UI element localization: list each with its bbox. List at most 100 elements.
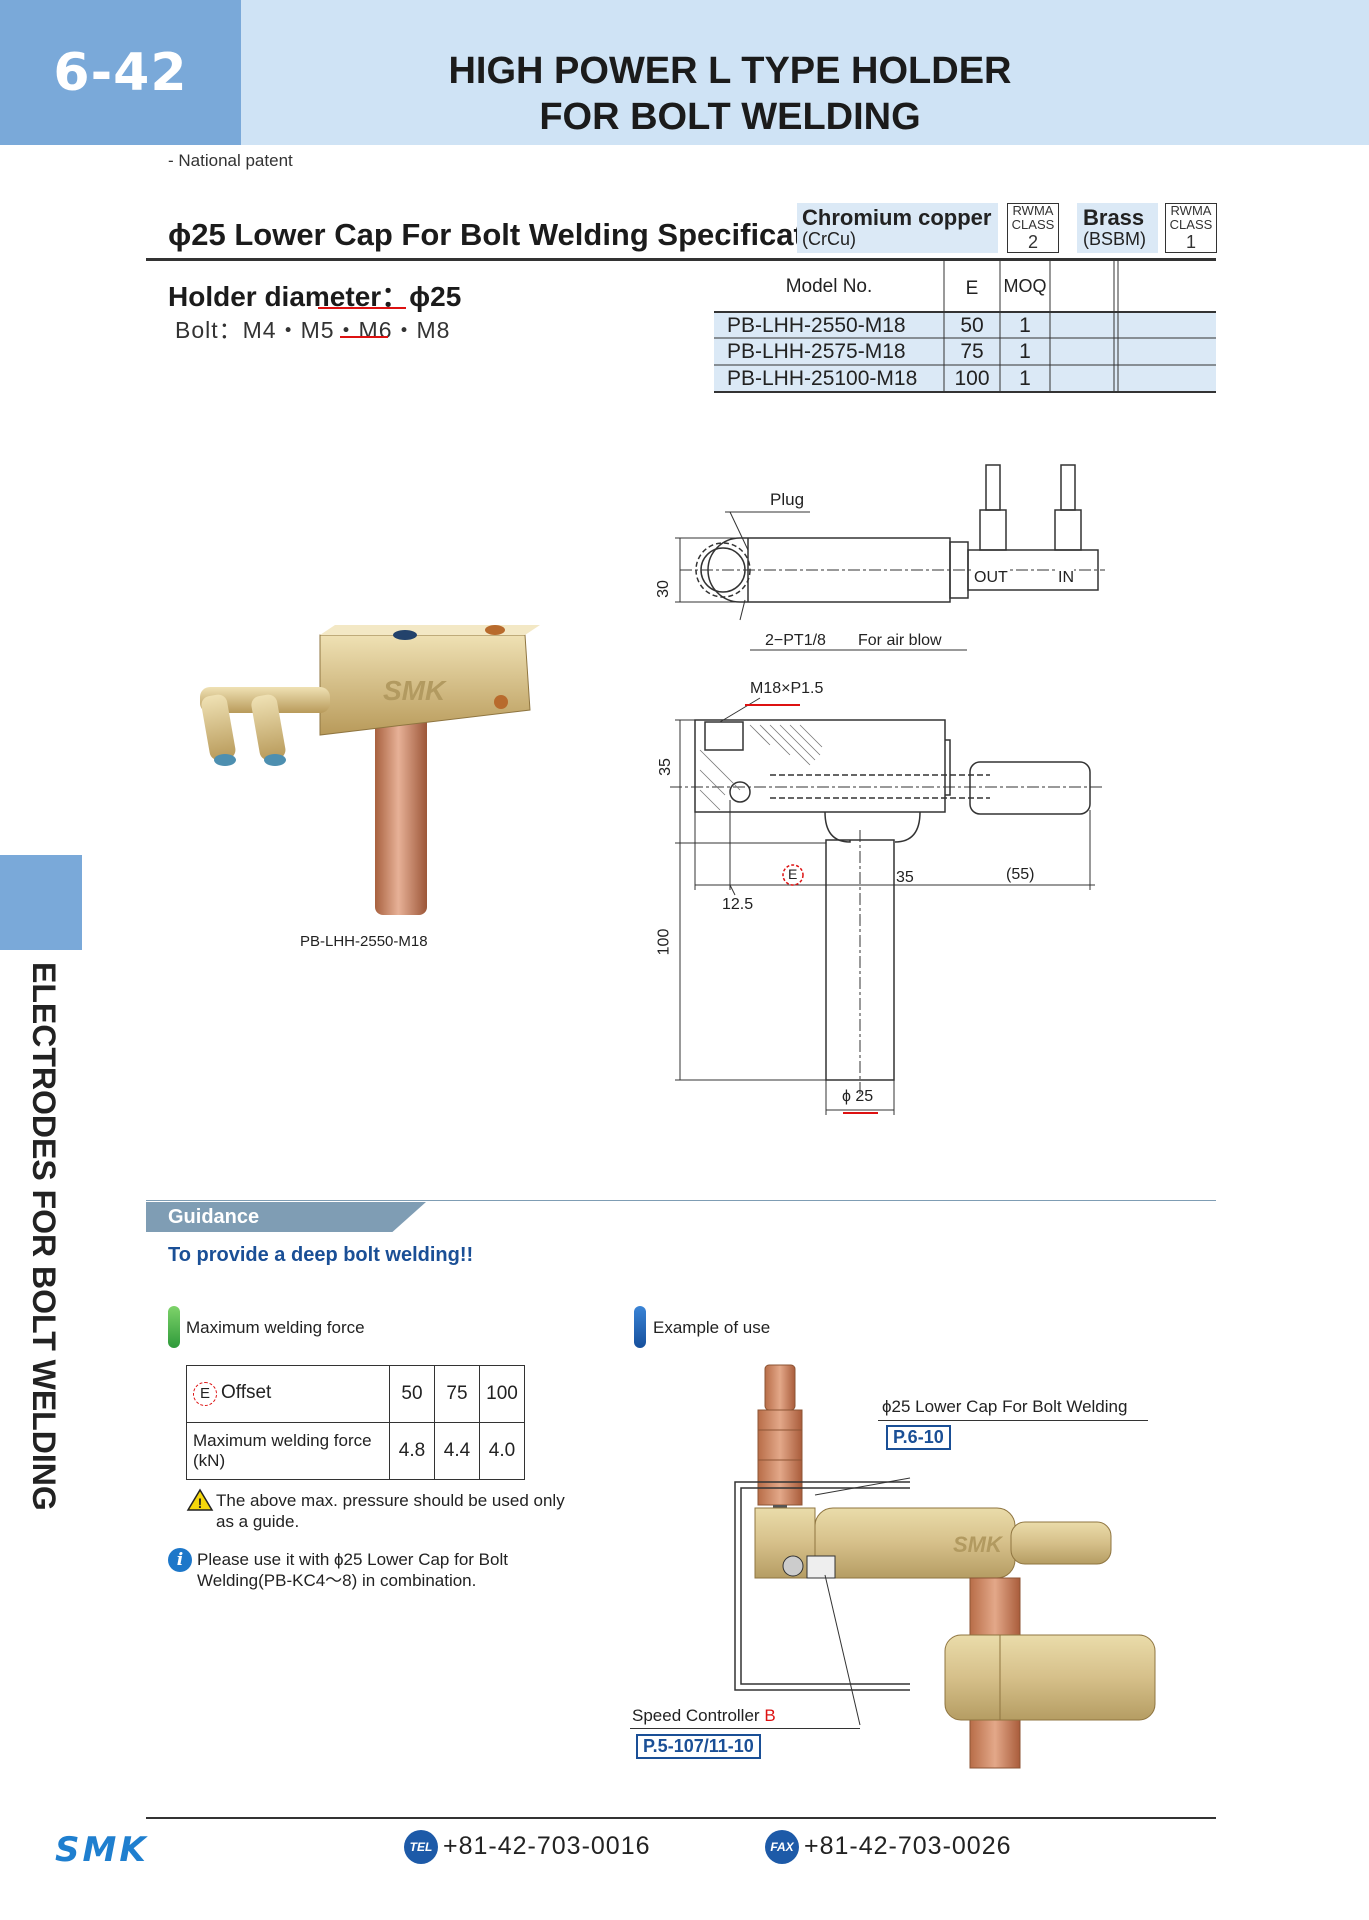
speed-controller-suffix: B: [764, 1706, 776, 1725]
label-air-blow: For air blow: [858, 632, 942, 649]
fax-number[interactable]: +81-42-703-0026: [804, 1832, 1012, 1860]
force-cell: 4.0: [479, 1422, 525, 1480]
dim-12-5: 12.5: [722, 896, 754, 913]
force-label: Maximum welding force: [193, 1431, 372, 1450]
material-brass: Brass (BSBM): [1077, 203, 1158, 253]
red-underline: [340, 336, 388, 338]
green-bullet: [168, 1306, 180, 1348]
example-illustration: SMK: [734, 1364, 1156, 1769]
column-header-e: E: [965, 278, 979, 299]
product-photo: SMK: [200, 625, 540, 915]
bolt-sizes: Bolt：M4・M5・M6・M8: [175, 317, 451, 343]
page-ref-speed[interactable]: P.5-107/11-10: [636, 1734, 761, 1759]
rwma-class-box: RWMA CLASS 1: [1165, 203, 1217, 253]
guidance-tab: Guidance: [146, 1202, 426, 1232]
e-mark: E: [788, 866, 798, 882]
label-in: IN: [1058, 569, 1074, 587]
info-note: Please use it with ϕ25 Lower Cap for Bol…: [197, 1549, 508, 1591]
dim-35-horizontal: 35: [896, 869, 914, 886]
page-ref-cap[interactable]: P.6-10: [886, 1425, 951, 1450]
title-line-1: HIGH POWER L TYPE HOLDER: [448, 50, 1012, 92]
guidance-subtitle: To provide a deep bolt welding!!: [168, 1244, 474, 1266]
table-row-moq: 1: [1019, 367, 1031, 390]
warning-line: as a guide.: [216, 1512, 300, 1531]
photo-brand-mark: SMK: [383, 675, 447, 706]
footer-divider: [146, 1817, 1216, 1819]
rwma-class-box: RWMA CLASS 2: [1007, 203, 1059, 253]
table-row-e: 100: [954, 367, 990, 390]
material-code: (BSBM): [1083, 229, 1146, 249]
max-force-label: Maximum welding force: [186, 1318, 365, 1337]
table-row-model: PB-LHH-2550-M18: [727, 314, 906, 337]
rwma-class: 1: [1185, 232, 1196, 252]
tel-icon: TEL: [404, 1830, 438, 1864]
tel-number[interactable]: +81-42-703-0016: [443, 1832, 651, 1860]
example-label: Example of use: [653, 1318, 771, 1337]
holder-diameter: Holder diameter：ϕ25: [168, 281, 462, 312]
leader-line: [878, 1420, 1148, 1421]
fax-icon: FAX: [765, 1830, 799, 1864]
table-row-model: PB-LHH-2575-M18: [727, 340, 906, 363]
example-cap-label: ϕ25 Lower Cap For Bolt Welding: [882, 1397, 1128, 1416]
side-tab-block: [0, 855, 82, 950]
material-name: Brass: [1083, 205, 1145, 230]
dim-30: 30: [654, 580, 672, 598]
dim-35-vertical: 35: [656, 758, 674, 776]
table-row-moq: 1: [1019, 314, 1031, 337]
label-pt: 2−PT1/8: [765, 632, 826, 649]
material-name: Chromium copper: [802, 205, 992, 230]
force-header-cell: Maximum welding force (kN): [186, 1422, 390, 1480]
force-cell: 4.4: [434, 1422, 480, 1480]
blue-bullet: [634, 1306, 646, 1348]
offset-cell: 75: [434, 1365, 480, 1423]
dim-100: 100: [655, 928, 673, 956]
model-table-grid: [714, 258, 1216, 393]
label-thread: M18×P1.5: [750, 680, 824, 697]
rwma-class: 2: [1027, 232, 1038, 252]
spec-divider: [146, 258, 1216, 261]
svg-text:!: !: [198, 1495, 203, 1511]
rwma-label: RWMA CLASS: [1011, 203, 1055, 232]
offset-cell: 50: [389, 1365, 435, 1423]
patent-note: - National patent: [168, 151, 293, 170]
info-line: Welding(PB-KC4～8) in combination.: [197, 1571, 477, 1590]
table-row: Maximum welding force (kN) 4.8 4.4 4.0: [186, 1422, 525, 1480]
speed-controller-text: Speed Controller: [632, 1706, 760, 1725]
warning-line: The above max. pressure should be used o…: [216, 1491, 565, 1510]
e-badge: E: [193, 1382, 217, 1406]
info-icon: i: [168, 1548, 192, 1572]
example-brand-mark: SMK: [953, 1532, 1004, 1557]
table-row-e: 75: [960, 340, 984, 363]
warning-note: The above max. pressure should be used o…: [216, 1490, 565, 1532]
leader-line: [630, 1728, 860, 1729]
info-line: Please use it with ϕ25 Lower Cap for Bol…: [197, 1550, 508, 1569]
photo-caption: PB-LHH-2550-M18: [300, 933, 428, 950]
red-underline: [318, 307, 406, 309]
force-cell: 4.8: [389, 1422, 435, 1480]
technical-drawing: [670, 464, 1105, 1115]
side-tab-label: ELECTRODES FOR BOLT WELDING: [26, 962, 62, 1511]
column-header-model: Model No.: [785, 276, 873, 297]
column-header-moq: MOQ: [1003, 276, 1047, 296]
spec-title: ϕ25 Lower Cap For Bolt Welding Specifica…: [168, 217, 851, 252]
table-row-moq: 1: [1019, 340, 1031, 363]
speed-controller-label: Speed Controller B: [632, 1706, 776, 1726]
footer-logo: SMK: [55, 1830, 149, 1870]
label-out: OUT: [974, 569, 1008, 587]
force-unit: (kN): [193, 1451, 226, 1470]
table-row-e: 50: [960, 314, 984, 337]
page-title: HIGH POWER L TYPE HOLDER FOR BOLT WELDIN…: [300, 48, 1160, 140]
guidance-divider: [146, 1200, 1216, 1201]
label-plug: Plug: [770, 490, 805, 509]
page-number: 6-42: [0, 0, 241, 145]
dim-phi25: ϕ 25: [842, 1088, 874, 1105]
offset-cell: 100: [479, 1365, 525, 1423]
offset-label: Offset: [221, 1382, 272, 1403]
material-chromium-copper: Chromium copper (CrCu): [797, 203, 998, 253]
rwma-label: RWMA CLASS: [1169, 203, 1213, 232]
title-line-2: FOR BOLT WELDING: [539, 96, 921, 138]
material-code: (CrCu): [802, 229, 856, 249]
